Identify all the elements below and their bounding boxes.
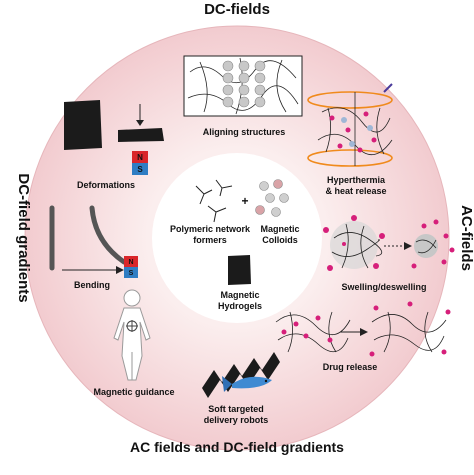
label-drug: Drug release xyxy=(323,362,378,372)
label-hyperthermia-2: & heat release xyxy=(325,186,386,196)
aligning-structures-figure xyxy=(183,55,303,117)
label-robots-1: Soft targeted xyxy=(208,404,264,414)
swelling-figure xyxy=(323,215,455,271)
center-disc xyxy=(152,153,322,323)
label-polymer-1: Polymeric network xyxy=(170,224,251,234)
bending-figure xyxy=(49,205,138,278)
title-top: DC-fields xyxy=(204,1,270,18)
drug-release-figure xyxy=(275,301,451,357)
label-deformations: Deformations xyxy=(77,180,135,190)
fish-robot-figure xyxy=(222,376,272,392)
label-polymer-2: formers xyxy=(193,235,227,245)
title-left: DC-field gradients xyxy=(15,173,32,302)
hydrogel-figure xyxy=(228,255,251,285)
label-robots-2: delivery robots xyxy=(204,415,269,425)
label-colloids-2: Colloids xyxy=(262,235,298,245)
label-bending: Bending xyxy=(74,280,110,290)
label-hydrogels-2: Hydrogels xyxy=(218,301,262,311)
label-swelling: Swelling/deswelling xyxy=(341,282,426,292)
deform-magnet-north xyxy=(132,151,148,163)
helix-robot-figure xyxy=(202,352,280,398)
center-plus: + xyxy=(241,194,248,208)
bend-magnet-south xyxy=(124,267,138,278)
label-guidance: Magnetic guidance xyxy=(93,387,174,397)
bend-magnet-n-label: N xyxy=(128,259,133,266)
label-hyperthermia-1: Hyperthermia xyxy=(327,175,386,185)
bend-magnet-north xyxy=(124,256,138,267)
deform-magnet-south xyxy=(132,163,148,175)
deform-magnet-n-label: N xyxy=(137,153,143,162)
human-body-figure xyxy=(113,289,151,381)
label-colloids-1: Magnetic xyxy=(260,224,299,234)
hyperthermia-figure xyxy=(307,83,393,167)
title-right: AC-fields xyxy=(458,205,474,271)
label-aligning: Aligning structures xyxy=(203,127,286,137)
polymer-formers-figure xyxy=(195,179,233,223)
deform-magnet-s-label: S xyxy=(137,165,143,174)
label-hydrogels-1: Magnetic xyxy=(220,290,259,300)
bend-magnet-s-label: S xyxy=(129,270,134,277)
title-bottom: AC fields and DC-field gradients xyxy=(130,439,344,455)
colloids-figure xyxy=(255,179,289,217)
deformations-figure xyxy=(64,100,164,175)
